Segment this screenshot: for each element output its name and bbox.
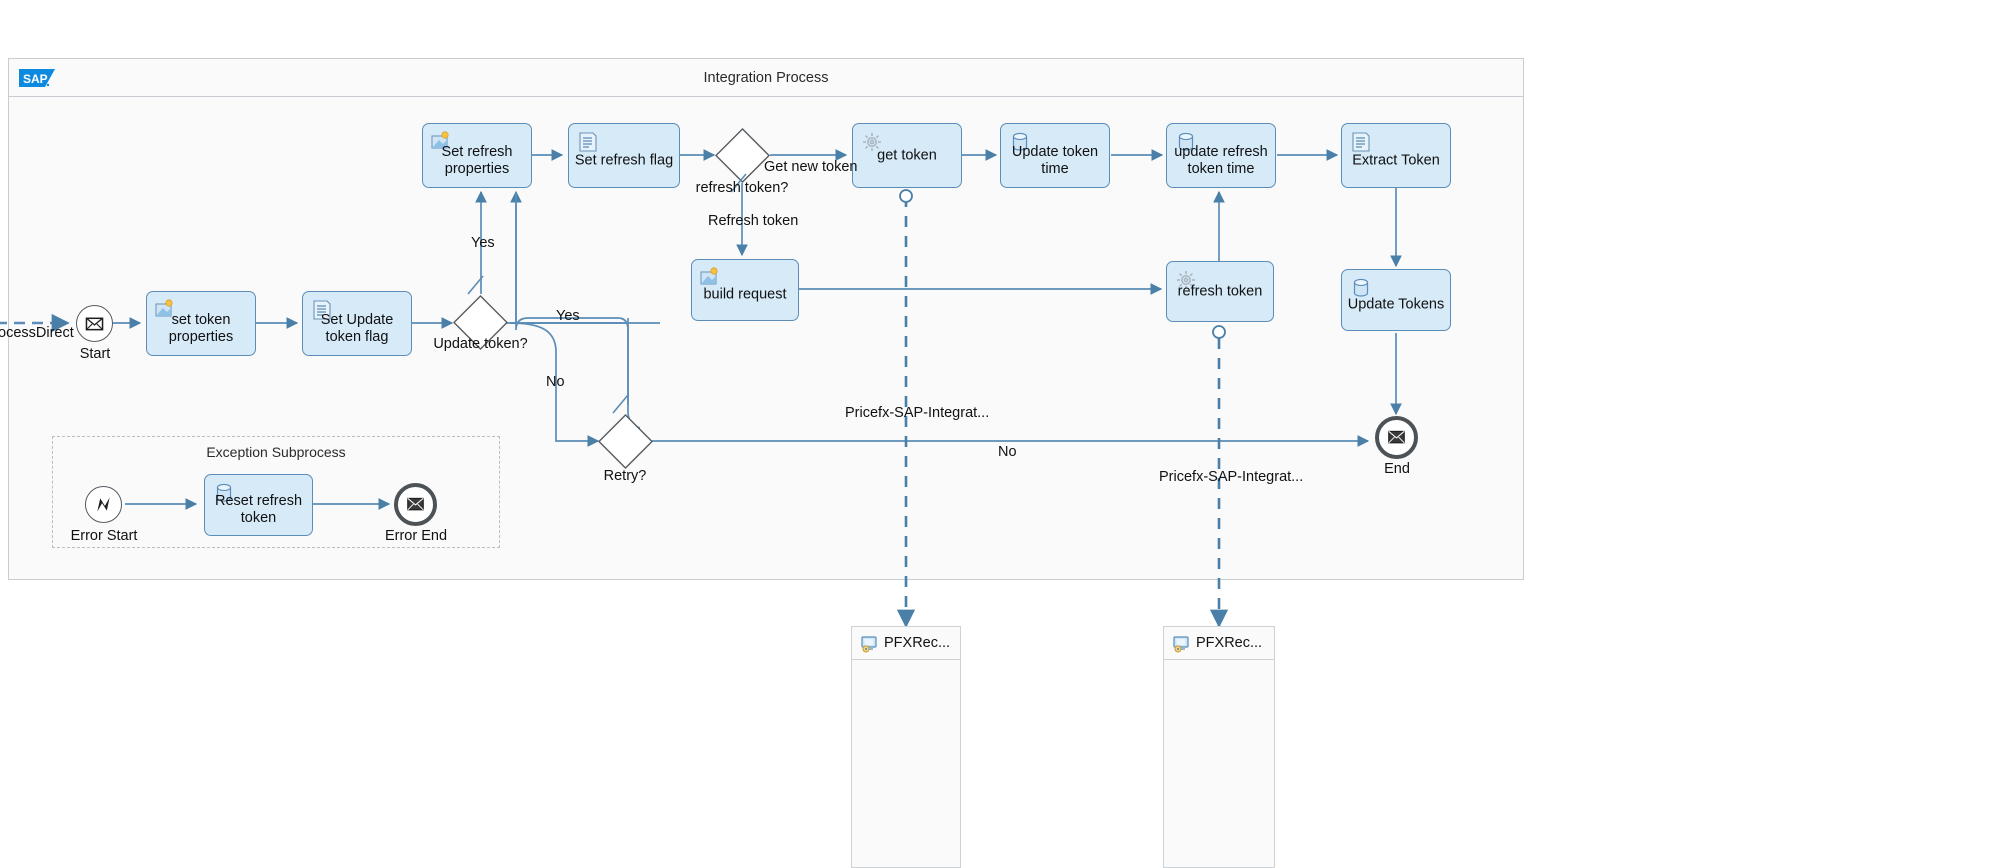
envelope-icon: [85, 317, 104, 331]
gateway-retry[interactable]: [597, 413, 654, 470]
task-update-token-time[interactable]: Update token time: [1000, 123, 1110, 188]
edge-label-yes-up: Yes: [471, 235, 495, 251]
participant-header: [852, 627, 960, 660]
edge-label-refresh-token: Refresh token: [708, 213, 799, 229]
task-refresh-token[interactable]: refresh token: [1166, 261, 1274, 322]
task-label: Extract Token: [1352, 152, 1440, 169]
receiver-icon: [861, 636, 877, 653]
error-end-event[interactable]: [394, 483, 437, 526]
participant-pfx-receiver-2[interactable]: PFXRec...: [1163, 626, 1275, 868]
datastore-icon: [216, 483, 232, 502]
gateway-retry-marker: [612, 394, 629, 414]
task-build-request[interactable]: build request: [691, 259, 799, 321]
gateway-refresh-token-caption: refresh token?: [695, 180, 789, 196]
envelope-icon: [407, 497, 424, 511]
content-modifier-icon: [700, 267, 718, 285]
task-get-token[interactable]: get token: [852, 123, 962, 188]
edge-label-no-down: No: [546, 374, 565, 390]
pool-header: [9, 59, 1523, 97]
inbound-channel-label: ocessDirect: [0, 325, 74, 341]
content-modifier-icon: [431, 131, 449, 149]
sap-logo: SAP: [19, 69, 55, 87]
end-event-caption: End: [1384, 461, 1410, 477]
task-set-token-properties[interactable]: set token properties: [146, 291, 256, 356]
participant-label: PFXRec...: [884, 635, 951, 651]
receiver-icon: [1173, 636, 1189, 653]
edge-label-pricefx-1: Pricefx-SAP-Integrat...: [845, 405, 990, 421]
gear-icon: [1177, 271, 1195, 289]
edge-label-yes-right: Yes: [556, 308, 580, 324]
exception-subprocess-frame: Exception Subprocess: [52, 436, 500, 548]
script-icon: [313, 300, 331, 320]
svg-text:SAP: SAP: [23, 72, 48, 86]
participant-pfx-receiver-1[interactable]: PFXRec...: [851, 626, 961, 868]
error-bolt-icon: [97, 497, 110, 512]
error-start-event-caption: Error Start: [70, 528, 138, 544]
gateway-refresh-token-marker: [730, 173, 747, 193]
task-reset-refresh-token[interactable]: Reset refresh token: [204, 474, 313, 536]
exception-subprocess-title: Exception Subprocess: [206, 444, 346, 460]
edge-label-get-new-token: Get new token: [764, 159, 858, 175]
edge-label-no-end: No: [998, 444, 1017, 460]
script-icon: [1352, 132, 1370, 152]
envelope-icon: [1388, 430, 1405, 444]
error-start-event[interactable]: [85, 486, 122, 523]
task-label: Set refresh flag: [574, 152, 674, 169]
pool-title: Integration Process: [703, 70, 829, 86]
task-set-update-token-flag[interactable]: Set Update token flag: [302, 291, 412, 356]
start-event[interactable]: [76, 305, 113, 342]
task-set-refresh-properties[interactable]: Set refresh properties: [422, 123, 532, 188]
task-update-refresh-token-time[interactable]: update refresh token time: [1166, 123, 1276, 188]
gear-icon: [863, 133, 881, 151]
gateway-retry-caption: Retry?: [603, 468, 647, 484]
participant-label: PFXRec...: [1196, 635, 1263, 651]
gateway-update-token-marker: [467, 275, 484, 295]
task-set-refresh-flag[interactable]: Set refresh flag: [568, 123, 680, 188]
gateway-update-token-caption: Update token?: [433, 336, 528, 352]
task-extract-token[interactable]: Extract Token: [1341, 123, 1451, 188]
task-update-tokens[interactable]: Update Tokens: [1341, 269, 1451, 331]
content-modifier-icon: [155, 299, 173, 317]
gateway-refresh-token[interactable]: [714, 127, 771, 184]
start-event-caption: Start: [79, 346, 111, 362]
error-end-event-caption: Error End: [384, 528, 448, 544]
datastore-icon: [1178, 132, 1194, 151]
datastore-icon: [1353, 278, 1369, 297]
end-event[interactable]: [1375, 416, 1418, 459]
gateway-update-token[interactable]: [452, 294, 509, 351]
edge-label-pricefx-2: Pricefx-SAP-Integrat...: [1159, 469, 1304, 485]
datastore-icon: [1012, 132, 1028, 151]
participant-header: [1164, 627, 1274, 660]
script-icon: [579, 132, 597, 152]
